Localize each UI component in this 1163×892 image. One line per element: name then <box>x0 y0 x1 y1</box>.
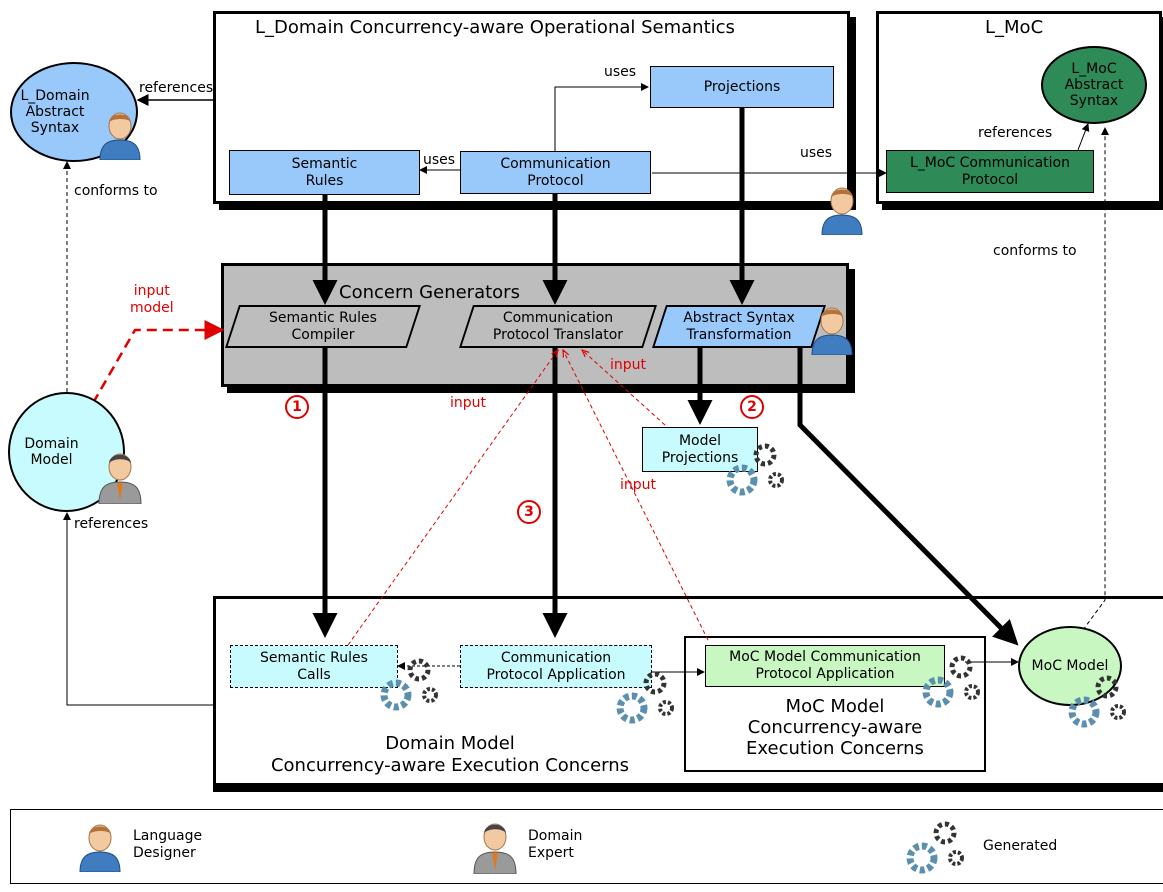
legend-language-designer-icon <box>79 824 121 872</box>
legend-generated-label: Generated <box>983 838 1058 854</box>
l-moc-communication-protocol-box: L_MoC Communication Protocol <box>886 150 1094 193</box>
communication-protocol-application-box: Communication Protocol Application <box>460 645 652 688</box>
edge-label-references-top: references <box>139 80 214 96</box>
legend-domain-expert-icon <box>473 823 517 874</box>
moc-frame-title: L_MoC <box>985 17 1044 38</box>
language-designer-icon <box>811 307 853 355</box>
step-1-marker: 1 <box>285 395 309 419</box>
generated-gears-icon <box>922 655 980 708</box>
generators-frame-title: Concern Generators <box>339 282 520 303</box>
generated-gears-icon <box>380 658 438 711</box>
moc-model-communication-protocol-application-box: MoC Model Communication Protocol Applica… <box>705 645 945 687</box>
edge-label-input-1: input <box>450 395 487 411</box>
language-designer-icon <box>821 187 863 235</box>
legend-frame <box>10 809 1163 884</box>
edge-label-input-model: input model <box>130 283 174 316</box>
legend-domain-expert-label: Domain Expert <box>528 828 583 861</box>
edge-label-references-moc: references <box>978 125 1053 141</box>
semantic-rules-compiler: Semantic Rules Compiler <box>225 305 421 348</box>
l-domain-abstract-syntax: L_Domain Abstract Syntax <box>10 62 138 162</box>
legend-generated-icon <box>906 821 964 874</box>
edge-label-uses-moc: uses <box>800 145 833 161</box>
domain-expert-icon <box>98 453 142 504</box>
moc-concerns-title: MoC Model Concurrency-aware Execution Co… <box>746 696 924 759</box>
semantics-frame-title: L_Domain Concurrency-aware Operational S… <box>255 17 735 38</box>
edge-label-references-bottom: references <box>74 516 149 532</box>
language-designer-icon <box>99 112 141 160</box>
edge-label-uses-projections: uses <box>604 64 637 80</box>
step-2-marker: 2 <box>740 395 764 419</box>
semantic-rules-box: Semantic Rules <box>229 150 420 195</box>
edge-label-input-2: input <box>610 357 647 373</box>
communication-protocol-box: Communication Protocol <box>460 151 651 194</box>
generated-gears-icon <box>726 443 784 496</box>
legend-language-designer-label: Language Designer <box>133 828 203 861</box>
domain-concerns-title: Domain Model Concurrency-aware Execution… <box>270 733 630 776</box>
semantic-rules-calls-box: Semantic Rules Calls <box>230 645 398 688</box>
step-3-marker: 3 <box>517 500 541 524</box>
model-projections-box: Model Projections <box>642 427 758 472</box>
l-moc-abstract-syntax: L_MoC Abstract Syntax <box>1041 46 1147 124</box>
communication-protocol-translator: Communication Protocol Translator <box>459 305 657 348</box>
generated-gears-icon <box>1068 675 1126 728</box>
generated-gears-icon <box>616 671 674 724</box>
edge-label-input-3: input <box>620 477 657 493</box>
edge-label-conforms-left: conforms to <box>74 183 158 199</box>
projections-box: Projections <box>650 66 834 108</box>
moc-model: MoC Model <box>1018 626 1122 706</box>
abstract-syntax-transformation: Abstract Syntax Transformation <box>652 305 826 348</box>
edge-label-conforms-right: conforms to <box>993 243 1077 259</box>
edge-label-uses-semantic-rules: uses <box>423 152 456 168</box>
